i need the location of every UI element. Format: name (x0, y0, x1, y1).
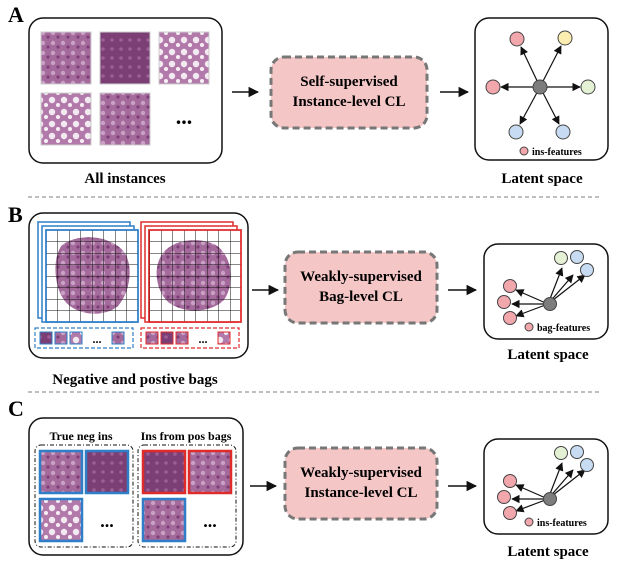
legend-b: bag-features (537, 323, 590, 334)
legend-dot (524, 517, 534, 527)
method-a-line1: Self-supervised (300, 74, 398, 90)
latent-caption-a: Latent space (501, 171, 583, 187)
method-a-line2: Instance-level CL (293, 94, 406, 110)
strip-instance (111, 331, 125, 345)
neg-ellipsis: ... (100, 511, 114, 531)
strip-ellipsis: ... (93, 332, 102, 346)
feature-node (503, 279, 517, 293)
method-box-a (269, 55, 429, 130)
feature-node (497, 295, 511, 309)
anchor-node (543, 297, 557, 311)
panel-c-letter: C (8, 396, 24, 421)
feature-node (580, 79, 596, 95)
feature-node (503, 311, 517, 325)
feature-node (554, 251, 568, 265)
strip-instance (160, 331, 174, 345)
negative-instance-strip (34, 327, 134, 349)
feature-node (570, 250, 584, 264)
feature-node (557, 30, 573, 46)
strip-instance (175, 331, 189, 345)
feature-node (503, 474, 517, 488)
panel-a-letter: A (8, 2, 24, 27)
feature-node (570, 445, 584, 459)
method-c-line1: Weakly-supervised (300, 465, 422, 481)
feature-node (485, 79, 501, 95)
method-box-c (283, 446, 439, 521)
strip-instance (217, 331, 231, 345)
latent-caption-c: Latent space (507, 544, 589, 560)
instance-tile (99, 31, 151, 85)
feature-node (554, 446, 568, 460)
legend-dot (519, 146, 529, 156)
strip-instance (145, 331, 159, 345)
pos-bag-neg-instance (141, 497, 187, 543)
legend-a: ins-features (532, 147, 582, 158)
latent-caption-b: Latent space (507, 347, 589, 363)
instance-tile (40, 92, 92, 146)
bag-grid (45, 229, 139, 323)
group-neg-label: True neg ins (49, 429, 112, 443)
legend-c: ins-features (537, 518, 587, 529)
strip-instance (54, 331, 68, 345)
strip-ellipsis: ... (199, 332, 208, 346)
anchor-node (543, 492, 557, 506)
instance-tile (40, 31, 92, 85)
pos-instance (187, 449, 233, 495)
feature-node (555, 124, 571, 140)
feature-node (508, 124, 524, 140)
true-neg-group (34, 444, 134, 548)
pos-instance (141, 449, 187, 495)
group-pos-label: Ins from pos bags (141, 429, 232, 443)
pos-ellipsis: ... (203, 511, 217, 531)
strip-instance (69, 331, 83, 345)
feature-node (580, 458, 594, 472)
neg-instance (84, 449, 130, 495)
neg-instance (38, 449, 84, 495)
feature-node (509, 31, 525, 47)
anchor-node (532, 79, 548, 95)
feature-node (503, 506, 517, 520)
feature-node (497, 490, 511, 504)
panel-a-caption: All instances (84, 171, 165, 187)
method-c-line2: Instance-level CL (305, 485, 418, 501)
method-b-line2: Bag-level CL (319, 289, 403, 305)
positive-instance-strip (140, 327, 240, 349)
neg-instance (38, 497, 84, 543)
strip-instance (39, 331, 53, 345)
instance-tile (158, 31, 210, 85)
pos-bag-group (137, 444, 237, 548)
legend-dot (524, 322, 534, 332)
method-box-b (283, 250, 439, 325)
method-b-line1: Weakly-supervised (300, 269, 422, 285)
panel-b-caption: Negative and postive bags (52, 372, 218, 388)
panel-b-letter: B (8, 202, 23, 227)
instances-ellipsis: ... (176, 104, 193, 129)
feature-node (580, 263, 594, 277)
instance-tile (99, 92, 151, 146)
bag-grid (148, 229, 242, 323)
